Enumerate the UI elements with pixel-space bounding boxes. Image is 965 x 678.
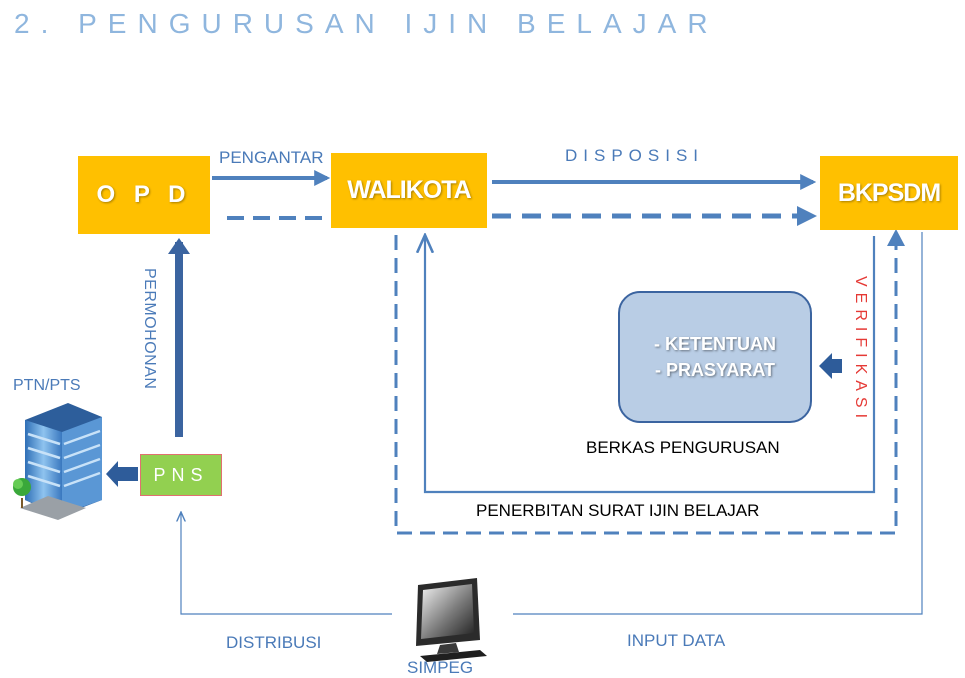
office-building-icon	[13, 403, 102, 520]
line-distribusi	[181, 512, 392, 615]
label-pengantar: PENGANTAR	[219, 148, 324, 167]
line-penerbitan-dashed	[394, 235, 898, 535]
label-ptn-pts: PTN/PTS	[13, 377, 81, 394]
berkas-box: - KETENTUAN - PRASYARAT	[618, 291, 812, 423]
arrow-verifikasi-berkas	[819, 353, 842, 379]
line-input-data	[513, 232, 923, 615]
arrow-pns-ptn	[106, 461, 138, 487]
computer-monitor-icon	[416, 578, 487, 662]
opd-box: O P D	[78, 156, 210, 234]
label-distribusi: DISTRIBUSI	[226, 633, 322, 652]
line-penerbitan	[425, 235, 876, 494]
page-title: 2. PENGURUSAN IJIN BELAJAR	[14, 8, 719, 39]
bkpsdm-box: BKPSDM	[820, 156, 958, 230]
arrow-dashed-loop-head	[887, 229, 905, 246]
arrow-permohonan-head	[168, 238, 190, 254]
berkas-line-ketentuan: - KETENTUAN	[654, 334, 776, 354]
label-simpeg: SIMPEG	[407, 658, 474, 677]
pns-box: PNS	[140, 454, 222, 496]
label-penerbitan: PENERBITAN SURAT IJIN BELAJAR	[476, 501, 760, 520]
walikota-box: WALIKOTA	[331, 153, 487, 228]
label-permohonan: PERMOHONAN	[141, 268, 158, 390]
label-disposisi: DISPOSISI	[565, 146, 705, 165]
label-verifikasi: VERIFIKASI	[852, 276, 869, 425]
berkas-line-prasyarat: - PRASYARAT	[654, 360, 775, 380]
label-input-data: INPUT DATA	[627, 631, 726, 650]
label-berkas-pengurusan: BERKAS PENGURUSAN	[586, 438, 780, 457]
